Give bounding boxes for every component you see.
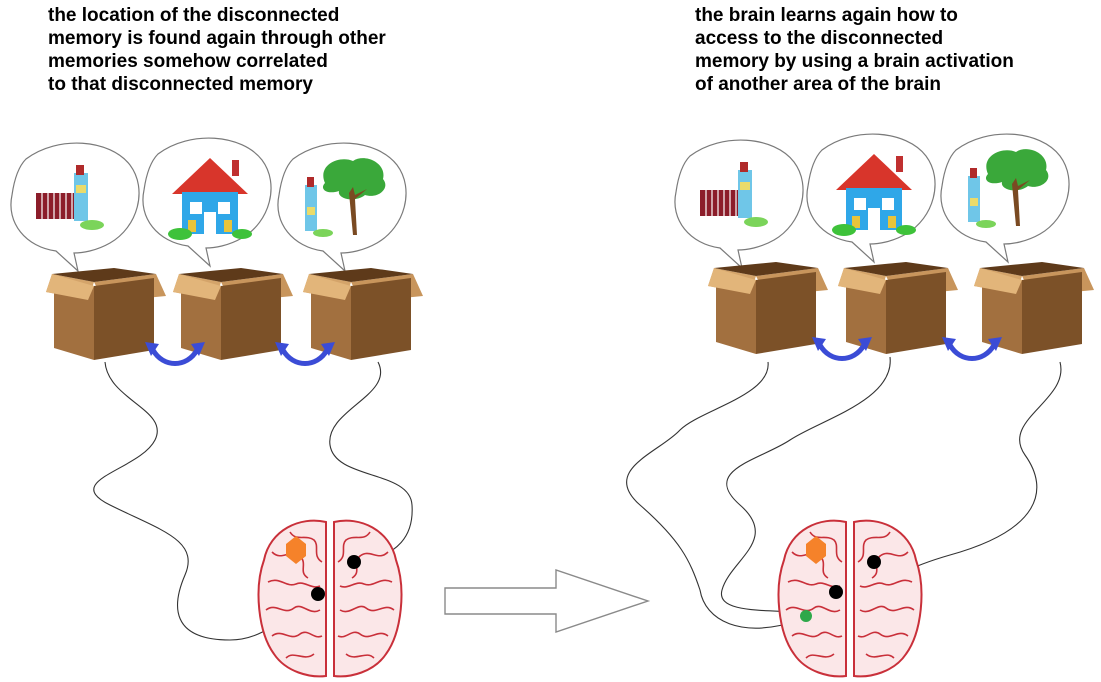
link-arrow-2-3 [275,342,335,364]
memory-bubble-house [143,138,271,266]
memory-box-1 [708,262,828,354]
memory-bubble-fence-tower [11,143,139,271]
memory-bubble-tower-tree [941,134,1069,262]
link-arrow-2-3 [942,337,1002,359]
green-activation-dot [800,610,812,622]
brain-right [779,521,922,677]
transition-arrow [445,570,648,632]
memory-box-2 [838,262,958,354]
link-arrow-1-2 [812,337,872,359]
black-activation-dot [311,587,325,601]
black-activation-dot [867,555,881,569]
memory-box-2 [173,268,293,360]
brain-left [259,521,402,677]
memory-bubble-fence-tower [675,140,803,268]
right-panel [627,134,1094,676]
memory-bubble-tower-tree [278,143,406,271]
black-activation-dot [829,585,843,599]
memory-bubble-house [807,134,935,262]
left-panel [11,138,423,676]
black-activation-dot [347,555,361,569]
link-arrow-1-2 [145,342,205,364]
memory-box-3 [303,268,423,360]
